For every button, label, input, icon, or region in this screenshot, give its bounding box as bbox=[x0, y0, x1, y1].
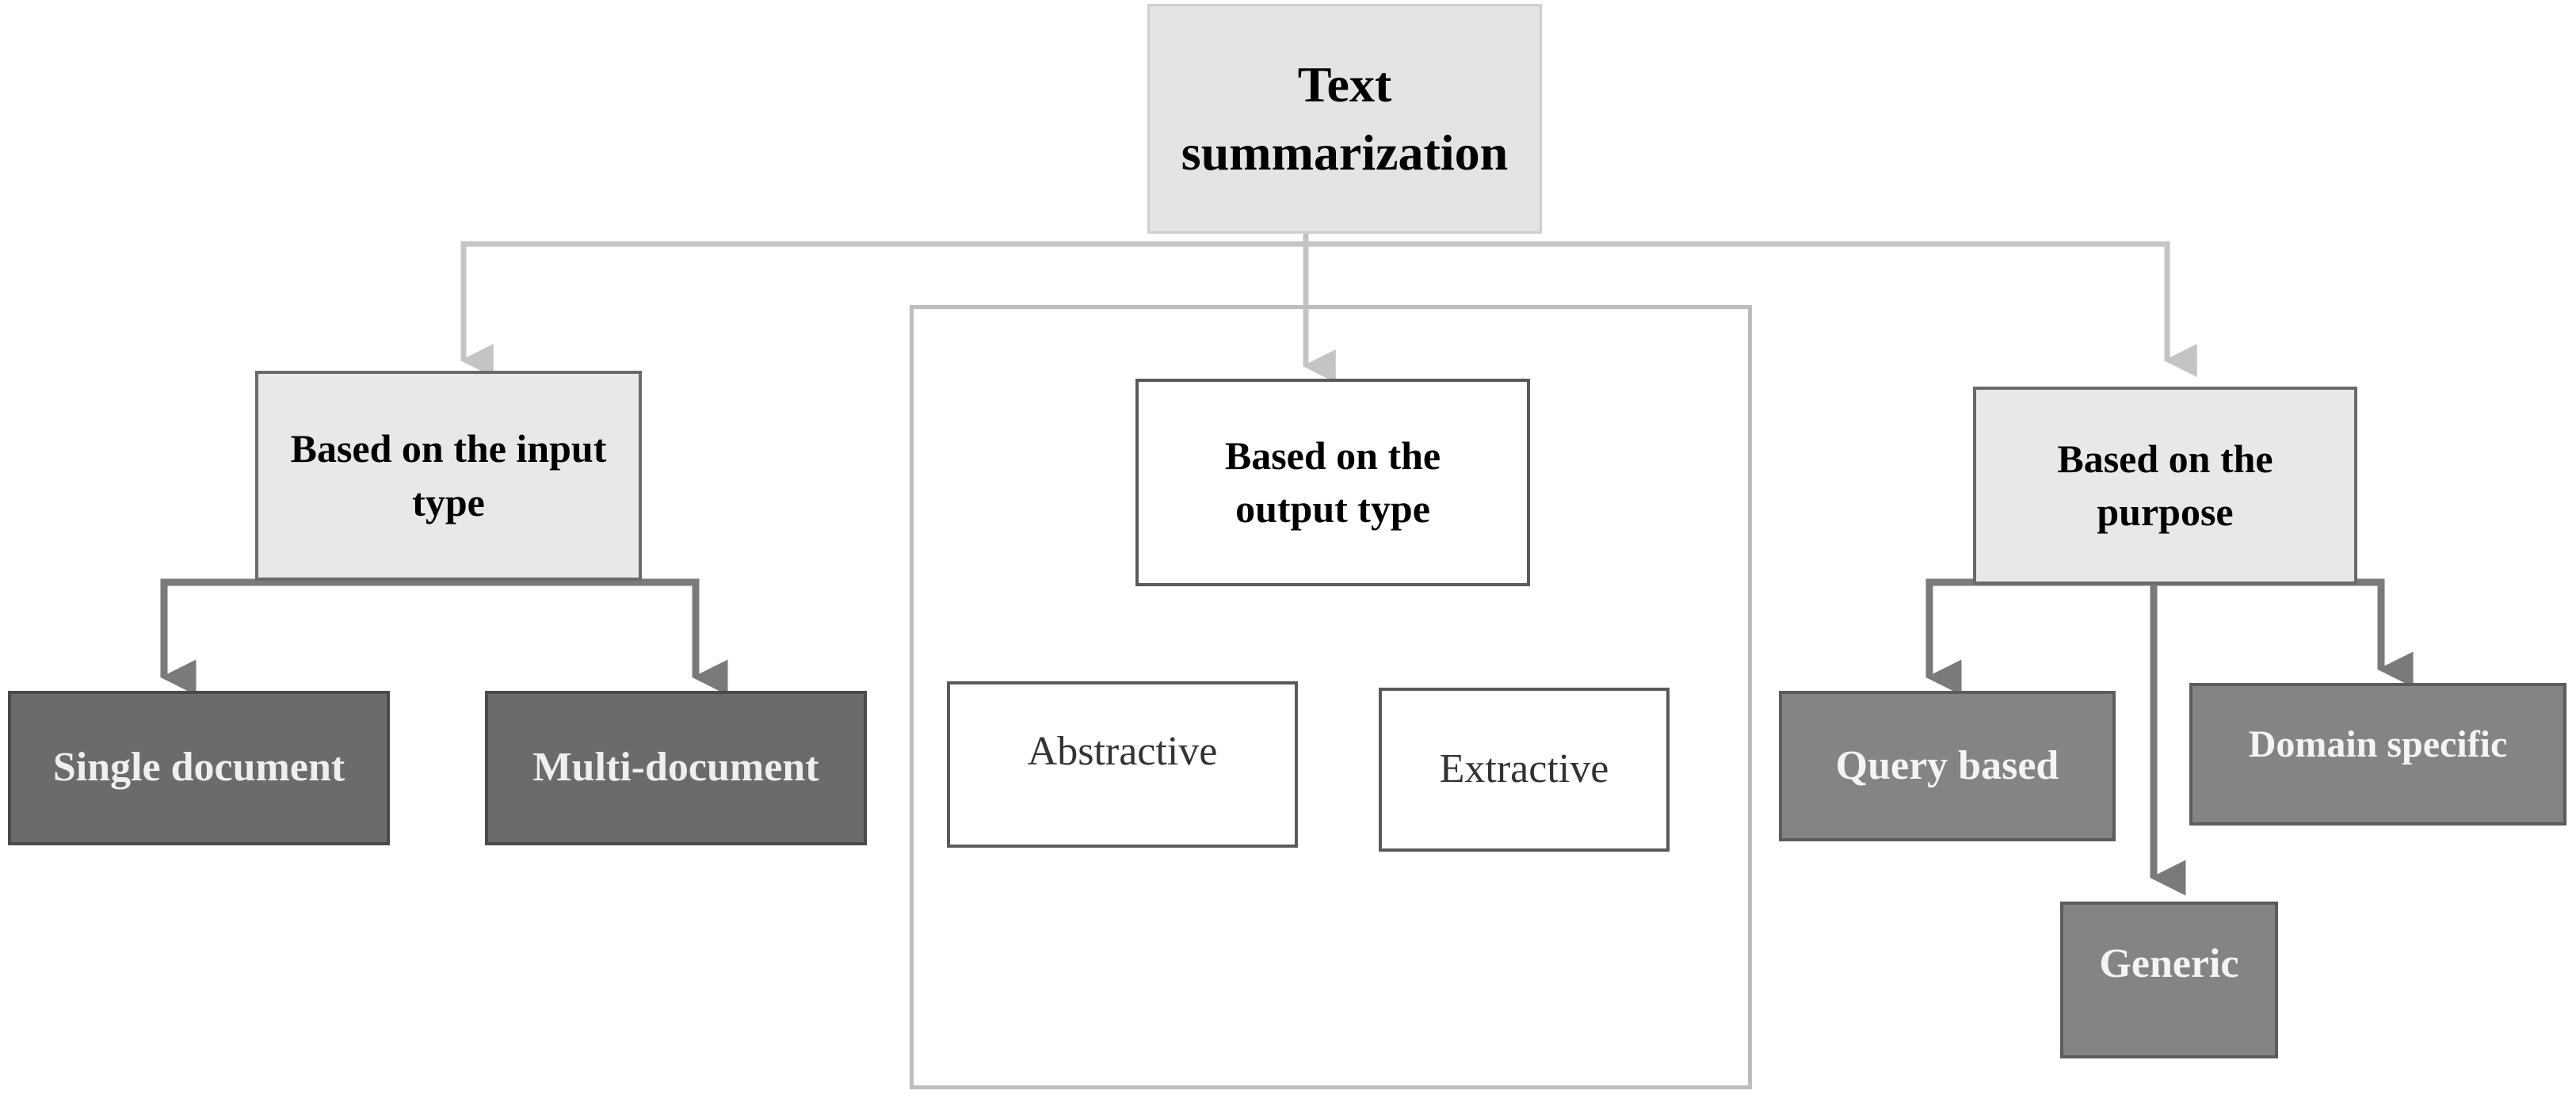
leaf-generic-label: Generic bbox=[2099, 941, 2239, 986]
root-connector bbox=[460, 230, 2197, 383]
root-label: Text summarization bbox=[1181, 55, 1509, 181]
leaf-multi-document: Multi-document bbox=[485, 691, 867, 845]
leaf-extractive: Extractive bbox=[1379, 688, 1670, 852]
input-type-node: Based on the input type bbox=[255, 371, 642, 581]
leaf-domain-specific-label: Domain specific bbox=[2248, 723, 2508, 765]
leaf-abstractive: Abstractive bbox=[947, 681, 1298, 848]
output-type-group-frame bbox=[910, 305, 1752, 1089]
input-type-connector bbox=[160, 578, 728, 696]
leaf-abstractive-label: Abstractive bbox=[1027, 729, 1218, 774]
root-node: Text summarization bbox=[1147, 4, 1542, 234]
output-type-node: Based on the output type bbox=[1135, 379, 1530, 586]
output-type-label: Based on the output type bbox=[1224, 433, 1441, 532]
purpose-label: Based on the purpose bbox=[2057, 436, 2273, 535]
purpose-node: Based on the purpose bbox=[1973, 387, 2357, 585]
leaf-extractive-label: Extractive bbox=[1439, 746, 1609, 792]
leaf-domain-specific: Domain specific bbox=[2189, 683, 2566, 826]
leaf-single-document-label: Single document bbox=[52, 745, 345, 791]
leaf-generic: Generic bbox=[2060, 902, 2278, 1058]
leaf-single-document: Single document bbox=[8, 691, 390, 845]
leaf-query-based-label: Query based bbox=[1835, 742, 2059, 788]
leaf-multi-document-label: Multi-document bbox=[532, 745, 819, 791]
leaf-query-based: Query based bbox=[1779, 691, 2116, 841]
input-type-label: Based on the input type bbox=[290, 426, 607, 524]
